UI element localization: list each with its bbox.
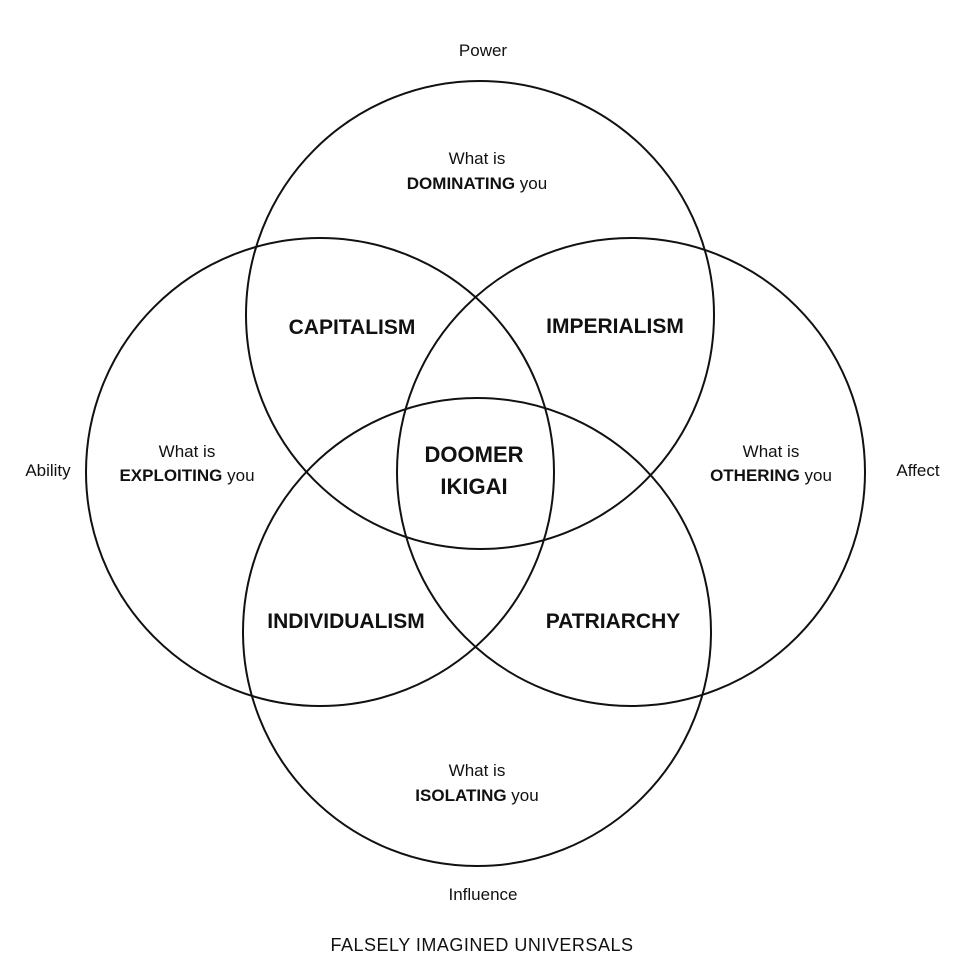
overlap-label-patriarchy: PATRIARCHY <box>546 610 681 633</box>
circle-affect <box>396 237 866 707</box>
center-label-line2: IKIGAI <box>440 474 507 499</box>
prompt-bottom-line1: What is <box>449 761 506 780</box>
prompt-left-line1: What is <box>159 442 216 461</box>
prompt-left-suffix: you <box>222 466 254 485</box>
axis-label-influence: Influence <box>449 885 518 904</box>
prompt-left-line2: EXPLOITING you <box>119 466 254 485</box>
prompt-top-keyword: DOMINATING <box>407 174 515 193</box>
prompt-top-line1: What is <box>449 149 506 168</box>
overlap-label-individualism: INDIVIDUALISM <box>267 610 425 633</box>
axis-label-ability: Ability <box>25 461 71 480</box>
prompt-left-keyword: EXPLOITING <box>119 466 222 485</box>
diagram-title: FALSELY IMAGINED UNIVERSALS <box>331 935 634 955</box>
center-label-line1: DOOMER <box>425 442 524 467</box>
prompt-top-line2: DOMINATING you <box>407 174 547 193</box>
prompt-right-suffix: you <box>800 466 832 485</box>
prompt-right-keyword: OTHERING <box>710 466 800 485</box>
circle-influence <box>242 397 712 867</box>
prompt-bottom-suffix: you <box>507 786 539 805</box>
overlap-label-imperialism: IMPERIALISM <box>546 315 684 338</box>
circle-ability <box>85 237 555 707</box>
axis-label-affect: Affect <box>896 461 939 480</box>
prompt-bottom-line2: ISOLATING you <box>415 786 538 805</box>
axis-label-power: Power <box>459 41 508 60</box>
overlap-label-capitalism: CAPITALISM <box>289 316 416 339</box>
circle-power <box>245 80 715 550</box>
prompt-right-line2: OTHERING you <box>710 466 832 485</box>
prompt-top-suffix: you <box>515 174 547 193</box>
prompt-right-line1: What is <box>743 442 800 461</box>
prompt-bottom-keyword: ISOLATING <box>415 786 506 805</box>
